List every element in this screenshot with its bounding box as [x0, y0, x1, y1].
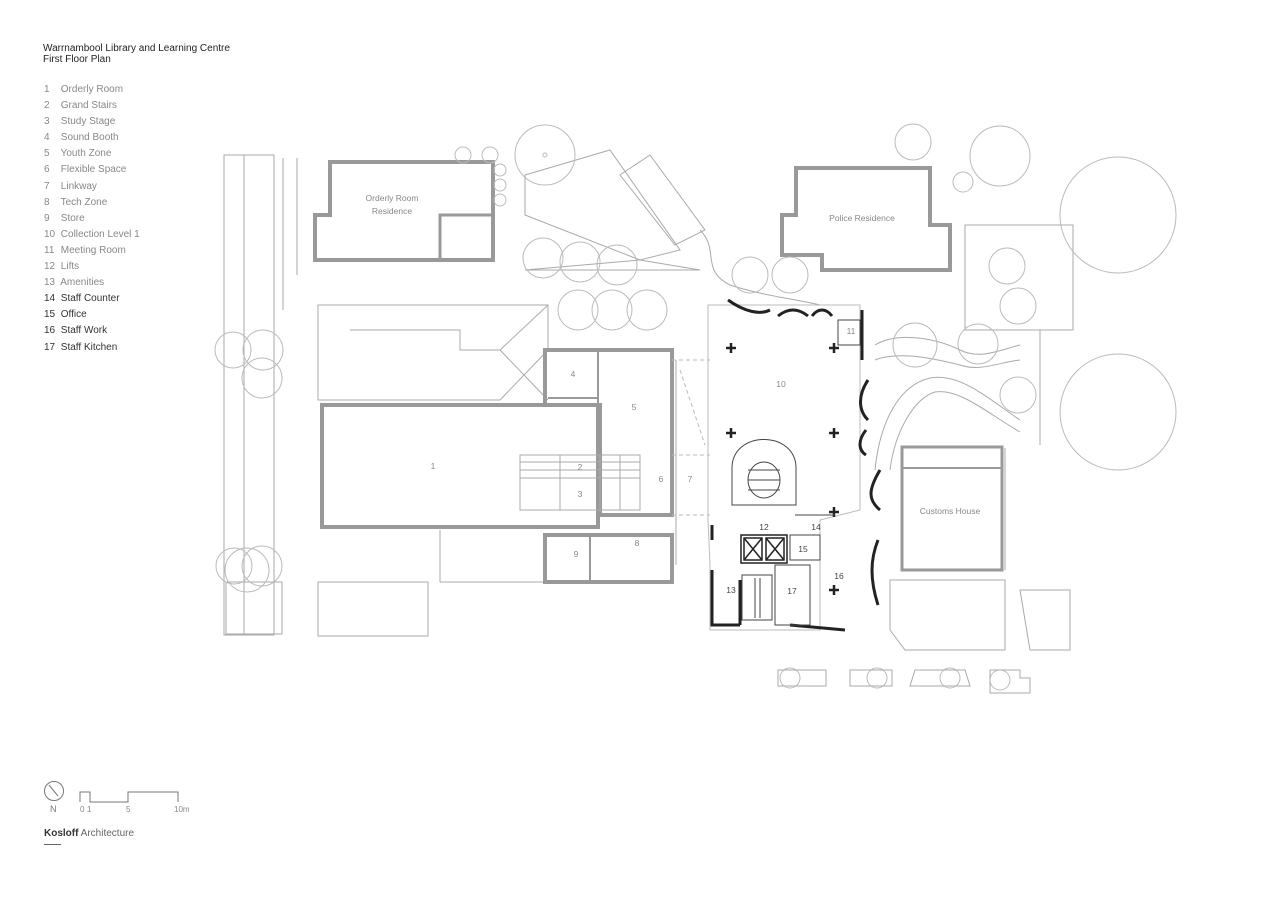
orderly-residence-building: Orderly Room Residence — [313, 160, 495, 262]
legend-item: 6 Flexible Space — [44, 164, 127, 176]
north-arrow: N — [43, 780, 67, 823]
room-number-labels: 1 2 3 4 5 6 7 8 9 10 11 12 13 14 15 16 1… — [431, 326, 856, 596]
room-number-17: 17 — [787, 586, 797, 596]
plan-title-block: Warrnambool Library and Learning Centre … — [43, 43, 230, 65]
legend-item: 14 Staff Counter — [44, 293, 120, 305]
room-number-3: 3 — [578, 489, 583, 499]
room-number-4: 4 — [571, 369, 576, 379]
room-number-2: 2 — [578, 462, 583, 472]
legend-item: 11 Meeting Room — [44, 244, 126, 256]
customs-house-label: Customs House — [920, 506, 981, 516]
new-library-building — [707, 298, 882, 632]
legend-item: 12 Lifts — [44, 261, 80, 273]
orderly-room-building — [317, 304, 710, 584]
room-number-8: 8 — [635, 538, 640, 548]
legend-item: 17 Staff Kitchen — [44, 341, 118, 353]
room-number-14: 14 — [811, 522, 821, 532]
scale-bar — [79, 791, 179, 803]
street-furniture — [777, 669, 1031, 694]
legend-item: 10 Collection Level 1 — [44, 228, 140, 240]
legend-item: 15 Office — [44, 309, 87, 321]
room-number-1: 1 — [431, 461, 436, 471]
legend-item: 5 Youth Zone — [44, 148, 112, 160]
legend-item: 9 Store — [44, 212, 85, 224]
room-number-10: 10 — [776, 379, 786, 389]
legend-item: 2 Grand Stairs — [44, 100, 117, 112]
room-number-12: 12 — [759, 522, 769, 532]
north-label: N — [50, 804, 57, 814]
legend-item: 16 Staff Work — [44, 325, 108, 337]
north-arrow-icon — [44, 781, 64, 801]
drawing-subtitle: First Floor Plan — [43, 54, 111, 65]
architect-credit: Kosloff Architecture — [44, 828, 134, 839]
legend-item: 7 Linkway — [44, 180, 97, 192]
legend-item: 13 Amenities — [44, 277, 105, 289]
room-number-9: 9 — [574, 549, 579, 559]
orderly-residence-label: Orderly Room — [366, 193, 419, 203]
legend-item: 1 Orderly Room — [44, 84, 124, 95]
scale-label: 0 — [80, 805, 85, 814]
room-number-11: 11 — [847, 326, 856, 336]
room-number-7: 7 — [688, 474, 693, 484]
room-number-15: 15 — [798, 544, 808, 554]
angled-structure — [524, 149, 821, 306]
scale-label: 5 — [126, 805, 131, 814]
customs-house-building: Customs House — [889, 445, 1071, 651]
legend-item: 3 Study Stage — [44, 116, 116, 128]
room-number-5: 5 — [632, 402, 637, 412]
brand-suffix: Architecture — [78, 828, 135, 839]
trees — [214, 123, 1177, 691]
room-number-16: 16 — [834, 571, 844, 581]
project-title: Warrnambool Library and Learning Centre — [43, 43, 230, 54]
orderly-residence-label: Residence — [372, 206, 412, 216]
room-legend: 1 Orderly Room 2 Grand Stairs 3 Study St… — [44, 84, 140, 358]
lifts — [740, 534, 788, 564]
police-residence-building: Police Residence — [780, 166, 952, 272]
left-walkway — [223, 154, 545, 637]
room-number-13: 13 — [726, 585, 736, 595]
legend-item: 4 Sound Booth — [44, 132, 119, 144]
brand-underline — [44, 844, 61, 845]
room-number-6: 6 — [659, 474, 664, 484]
scale-label: 10m — [174, 805, 190, 814]
scale-label: 1 — [87, 805, 92, 814]
police-residence-label: Police Residence — [829, 213, 895, 223]
brand-name: Kosloff — [44, 828, 79, 839]
legend-item: 8 Tech Zone — [44, 196, 108, 208]
landscape-paths — [874, 224, 1074, 570]
